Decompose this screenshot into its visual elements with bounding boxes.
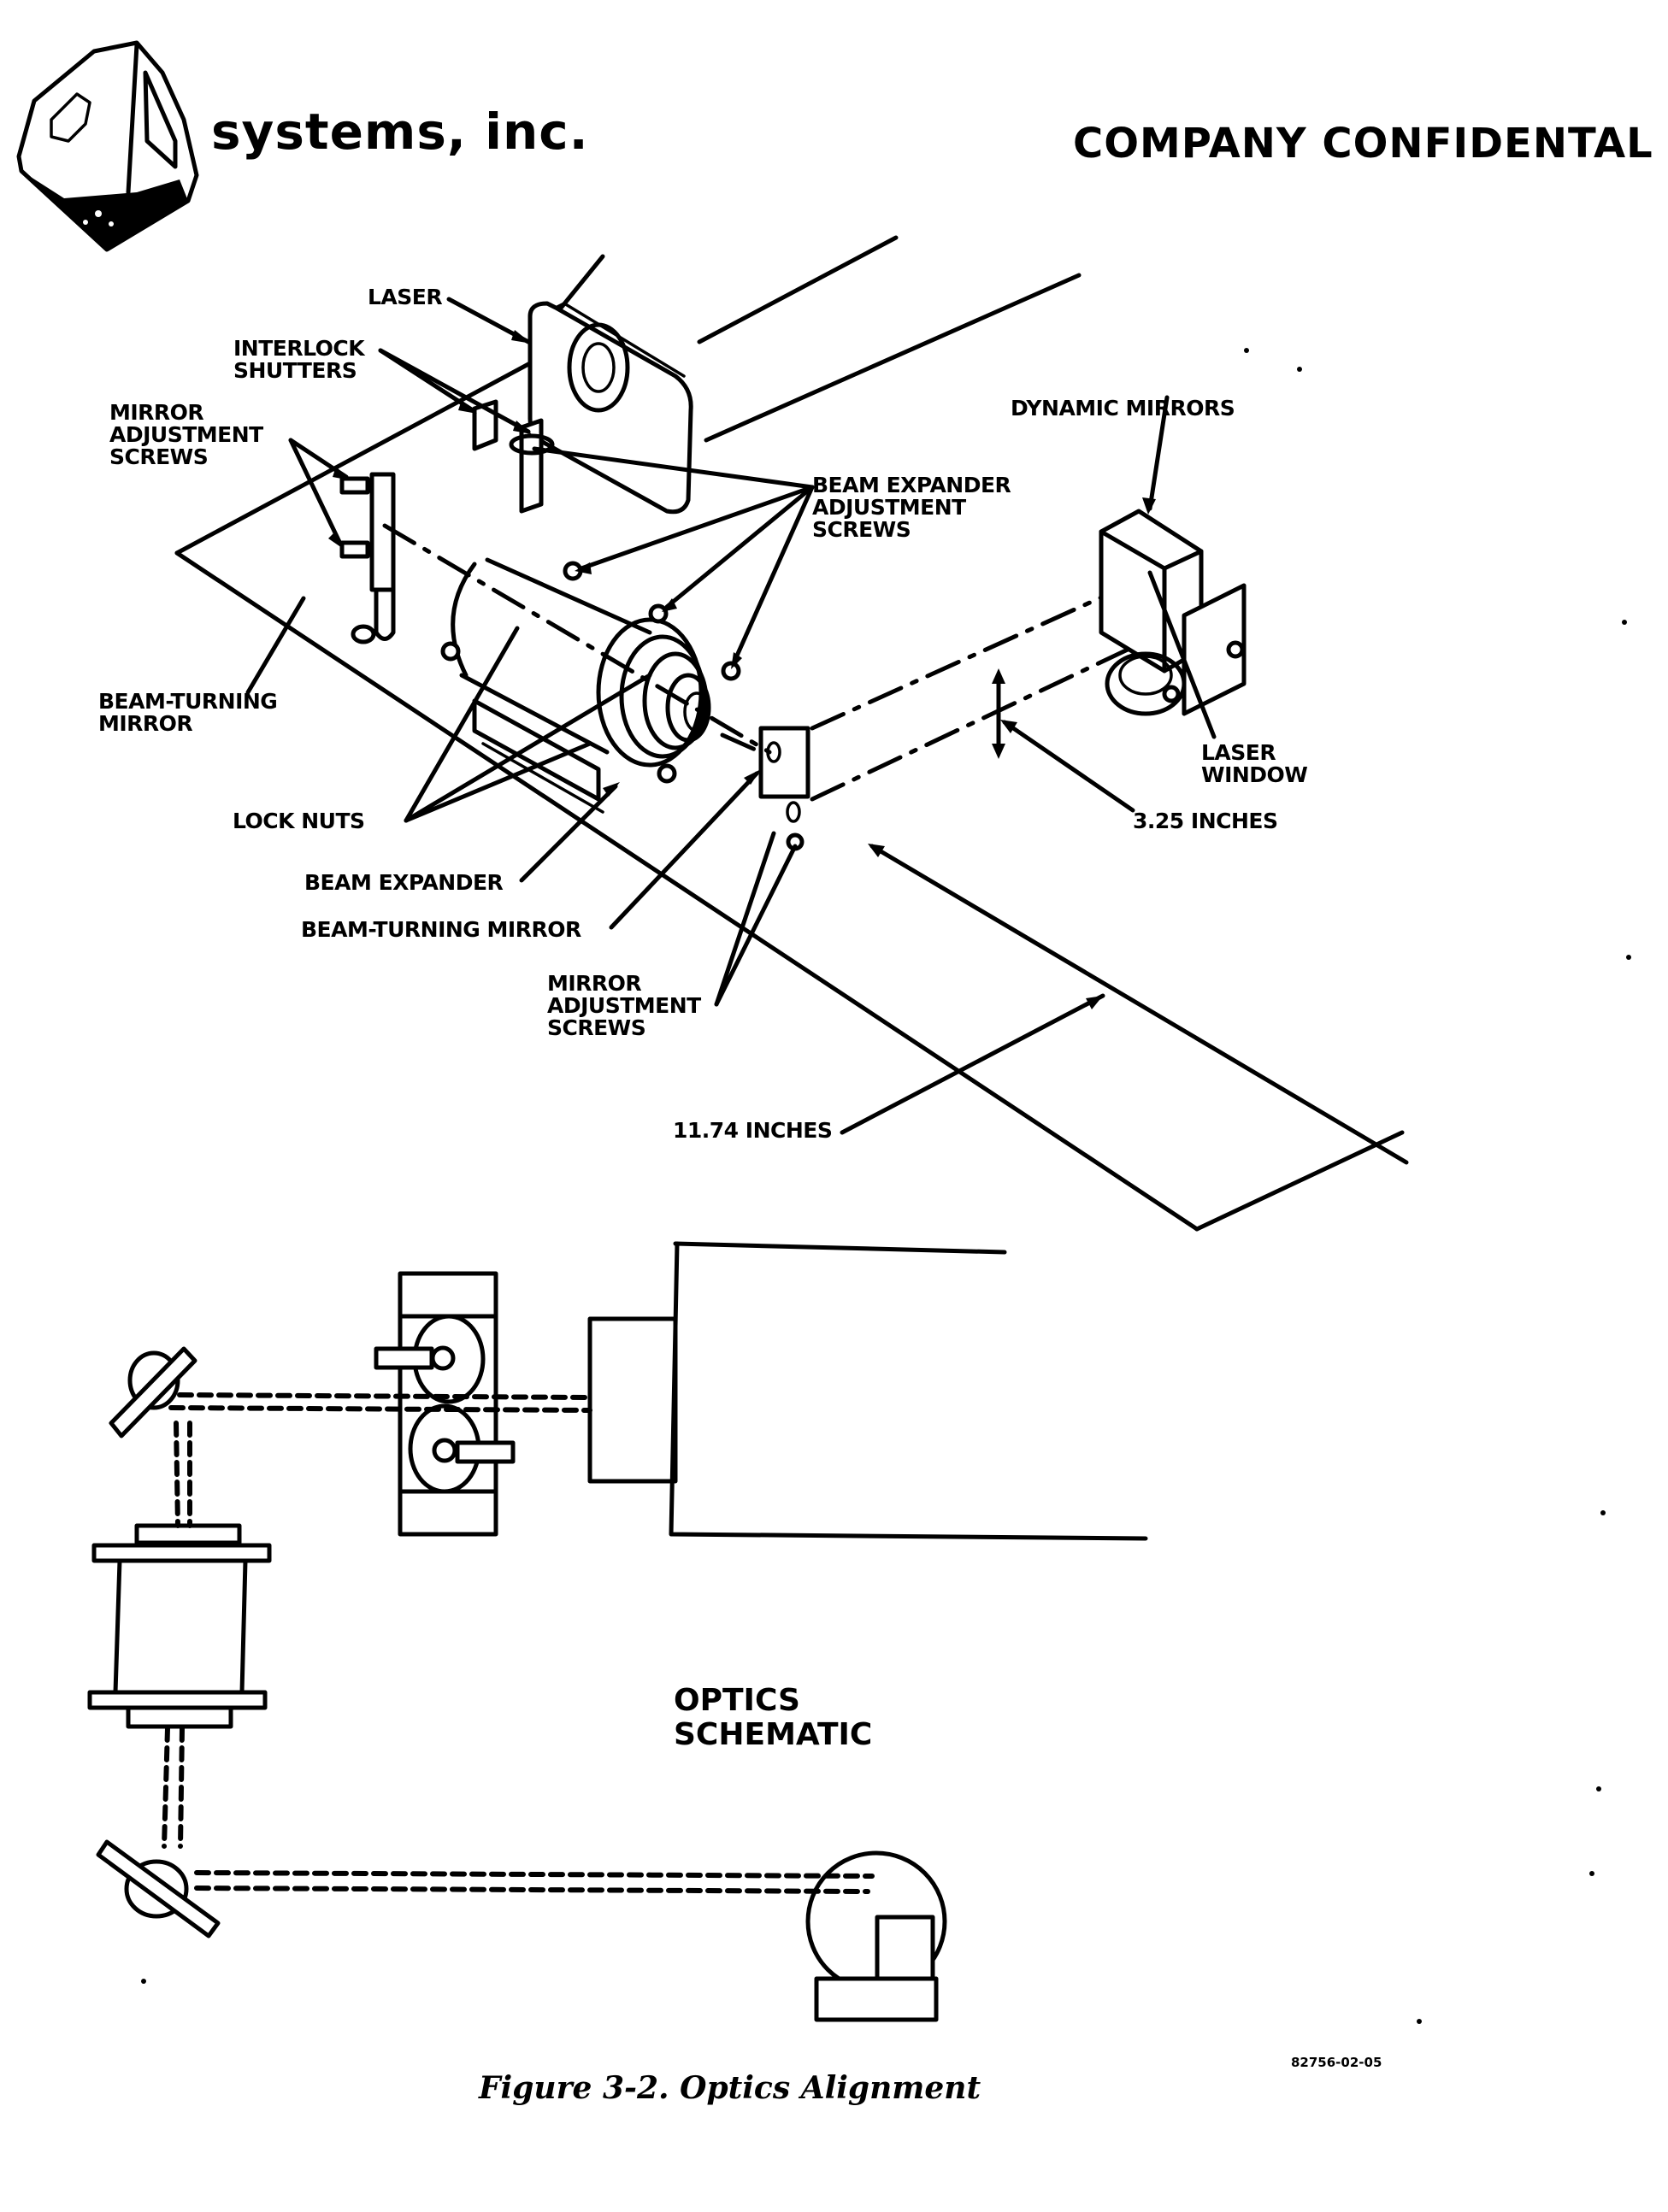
scan-speck	[1622, 620, 1627, 625]
label-beam-expander-adjustment-screws: BEAM EXPANDER ADJUSTMENT SCREWS	[812, 474, 1011, 541]
schematic-beam-paths	[164, 1395, 872, 1891]
scan-speck	[1626, 955, 1631, 960]
scan-speck	[1244, 348, 1249, 353]
label-mirror-adjustment-screws-bottom: MIRROR ADJUSTMENT SCREWS	[547, 973, 701, 1039]
scan-speck	[141, 1979, 146, 1984]
beam-path-lower	[812, 641, 1146, 799]
dynamic-mirrors	[1101, 511, 1244, 714]
label-interlock-shutters: INTERLOCK SHUTTERS	[233, 338, 364, 382]
scan-speck	[1596, 1786, 1601, 1791]
schematic-upper-mirror	[111, 1349, 195, 1436]
label-beam-turning-mirror-bottom: BEAM-TURNING MIRROR	[301, 919, 581, 941]
label-dimension-3-25: 3.25 INCHES	[1133, 810, 1277, 832]
confidential-notice: COMPANY CONFIDENTAL	[1073, 120, 1653, 168]
left-mirror-mount	[342, 474, 393, 642]
label-laser: LASER	[368, 286, 442, 309]
scan-speck	[1297, 367, 1302, 372]
scan-speck	[1589, 1871, 1594, 1876]
schematic-beam-expander	[90, 1526, 269, 1727]
label-mirror-adjustment-screws-left: MIRROR ADJUSTMENT SCREWS	[109, 402, 263, 468]
schematic-shutter-block	[376, 1274, 513, 1534]
scan-speck	[1417, 2019, 1422, 2024]
label-beam-expander: BEAM EXPANDER	[304, 872, 503, 894]
beam-path-upper	[812, 581, 1137, 728]
dimension-3-25	[992, 668, 1133, 810]
schematic-title: OPTICS SCHEMATIC	[674, 1684, 872, 1752]
beam-turning-mirror	[761, 728, 808, 849]
laser-housing	[530, 238, 1079, 512]
company-name: systems, inc.	[211, 103, 589, 161]
3d-cube-logo-icon	[19, 43, 197, 250]
figure-caption: Figure 3-2. Optics Alignment	[479, 2070, 981, 2106]
scan-speck	[1600, 1510, 1606, 1515]
label-lock-nuts: LOCK NUTS	[233, 810, 365, 832]
dimension-11-74	[842, 844, 1406, 1162]
label-laser-window: LASER WINDOW	[1201, 742, 1307, 786]
label-dynamic-mirrors: DYNAMIC MIRRORS	[1011, 397, 1235, 420]
schematic-laser-body	[590, 1244, 1146, 1538]
label-beam-turning-mirror-left: BEAM-TURNING MIRROR	[98, 691, 277, 735]
label-dimension-11-74: 11.74 INCHES	[673, 1120, 832, 1142]
drawing-code: 82756-02-05	[1291, 2055, 1382, 2070]
